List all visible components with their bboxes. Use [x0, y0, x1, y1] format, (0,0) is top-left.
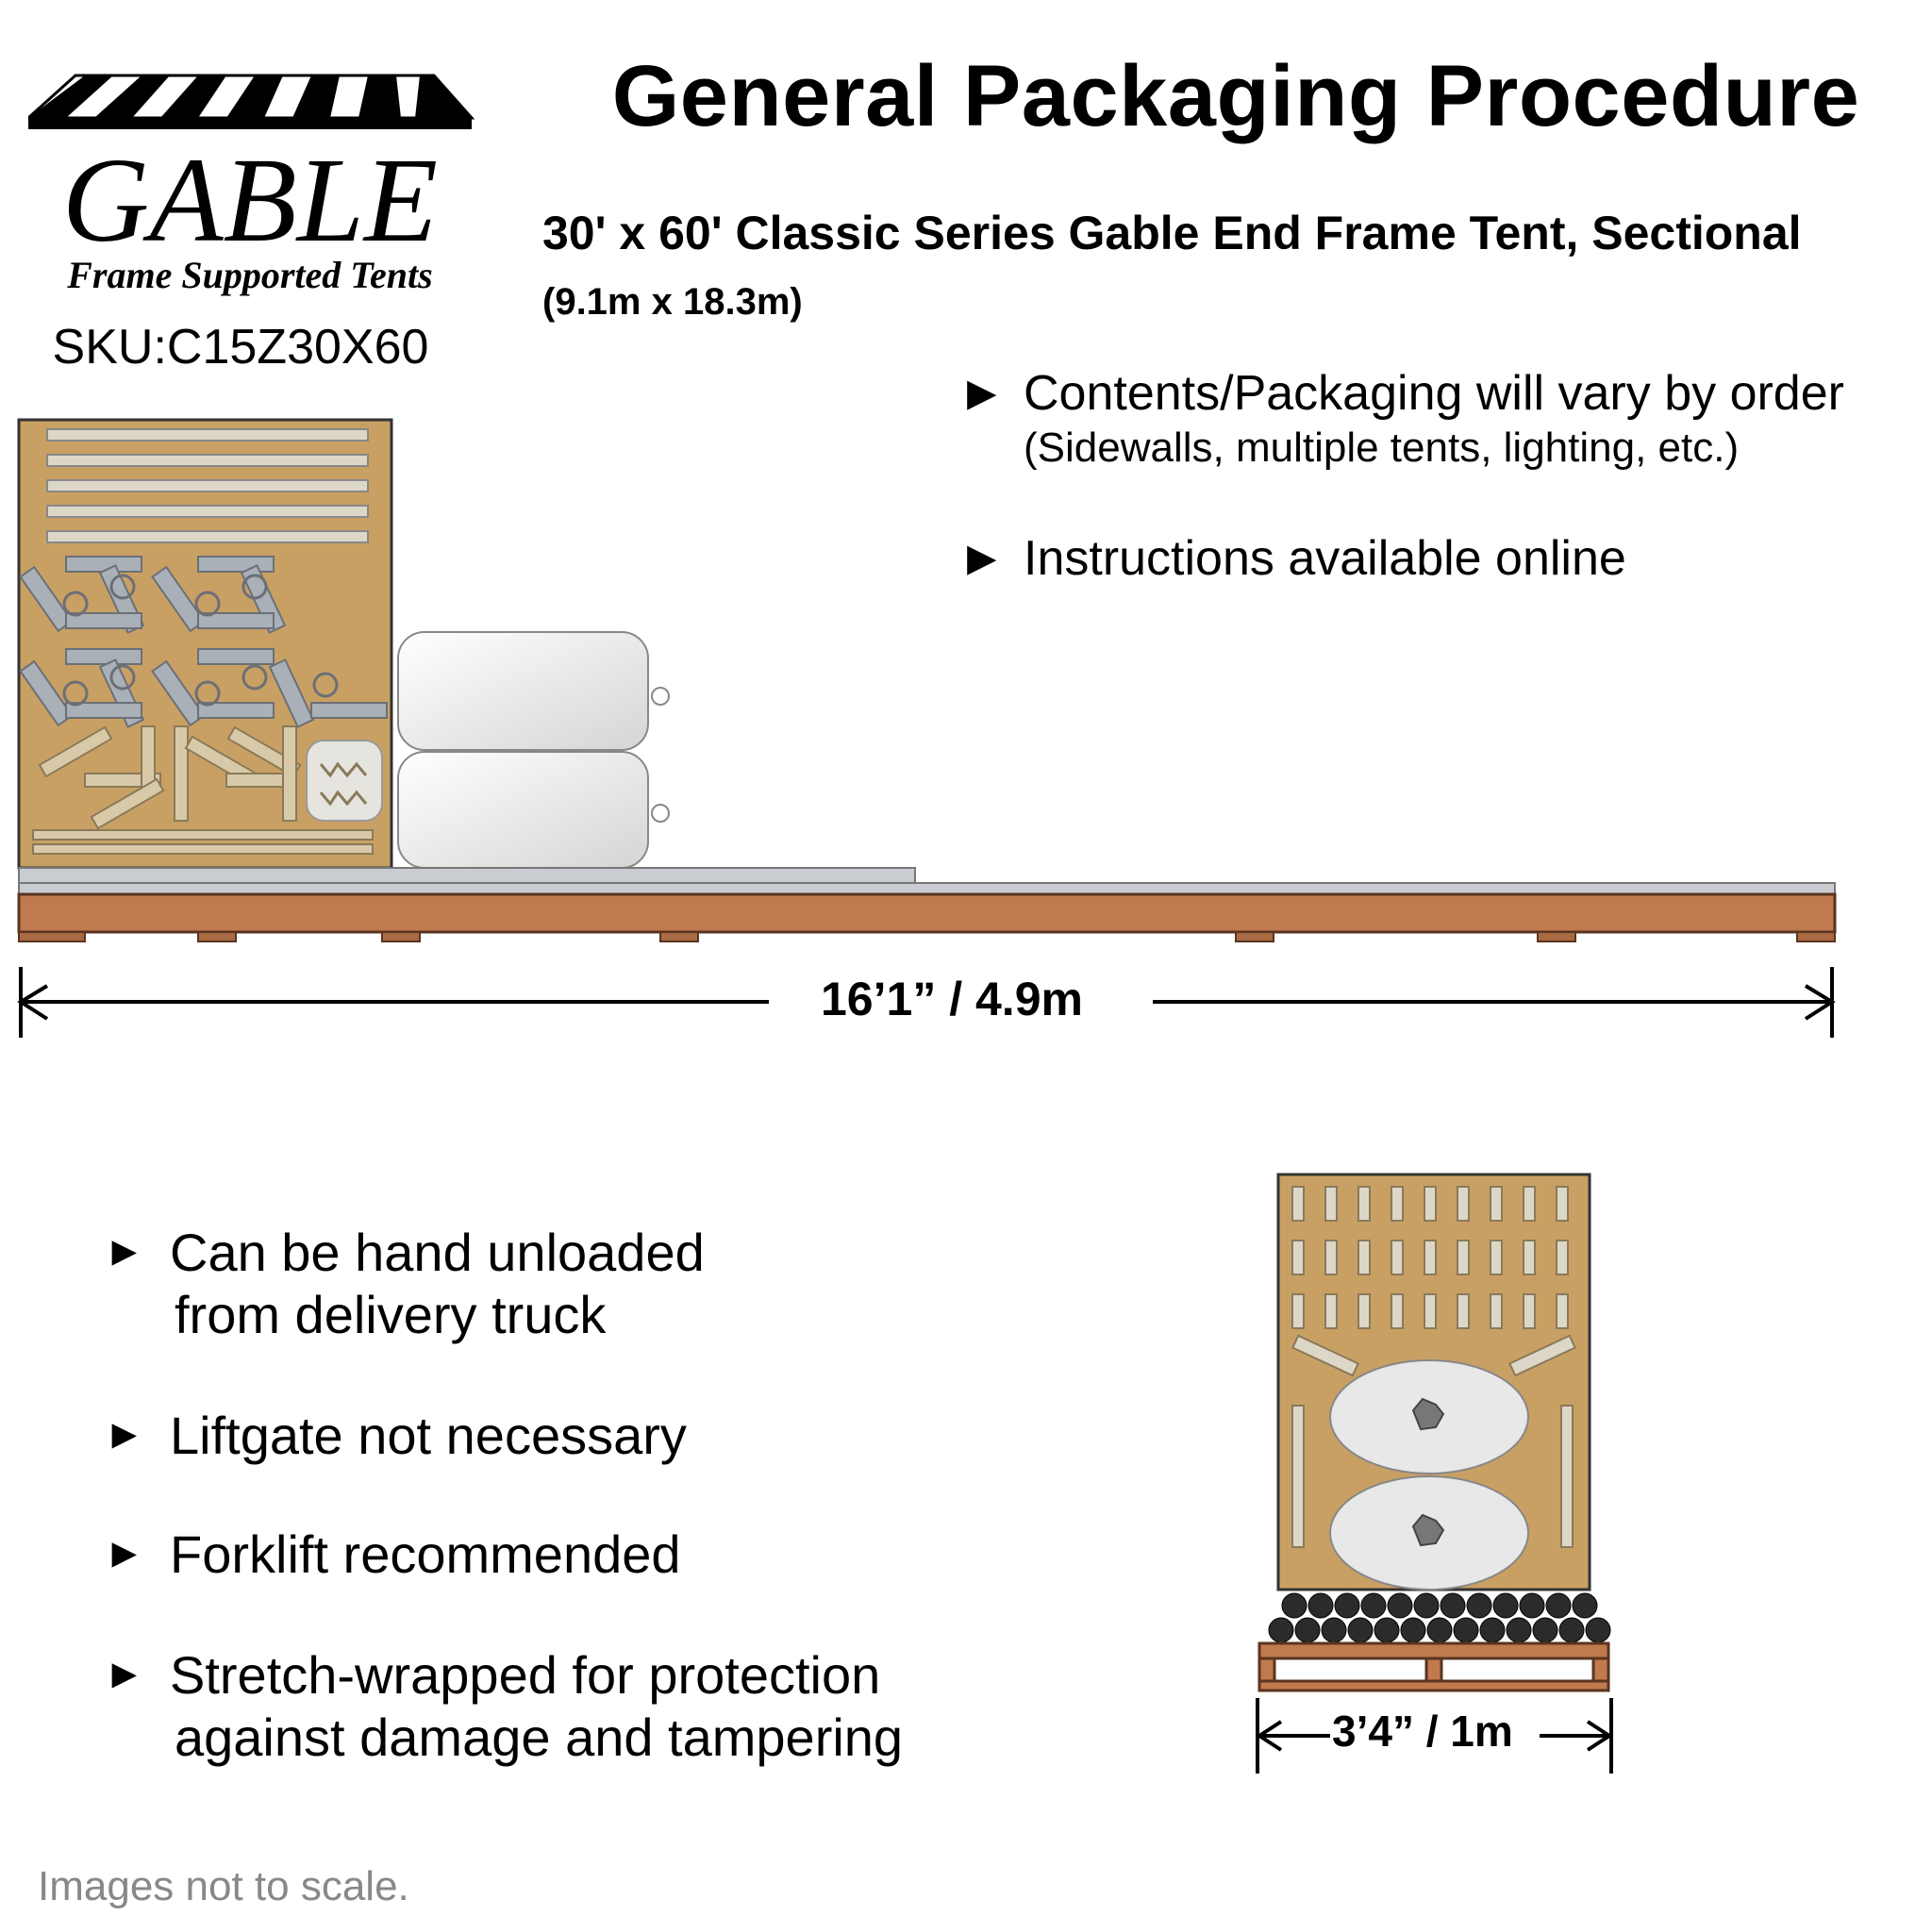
logo-brand: GABLE: [62, 133, 438, 267]
list-item: ►Forklift recommended: [104, 1524, 681, 1585]
list-item-continuation: against damage and tampering: [175, 1707, 904, 1768]
sku-label: SKU:C15Z30X60: [53, 320, 429, 373]
bag-tie-icon: [1411, 1513, 1445, 1547]
footnote: Images not to scale.: [38, 1863, 409, 1909]
arrow-right-icon: ►: [104, 1228, 145, 1274]
pole-ends: [1268, 1592, 1611, 1643]
page-title: General Packaging Procedure: [611, 48, 1860, 144]
arrow-right-icon: ►: [958, 366, 1007, 421]
list-item: ►Stretch-wrapped for protection: [104, 1645, 881, 1706]
list-item: ►Can be hand unloaded: [104, 1223, 705, 1282]
end-view-box: [1276, 1173, 1591, 1591]
fabric-bags: [397, 631, 670, 869]
end-pallet: [1257, 1641, 1610, 1692]
gable-logo: GABLE Frame Supported Tents SKU:C15Z30X6…: [28, 74, 475, 373]
logo-tagline: Frame Supported Tents: [66, 254, 432, 296]
list-item-note: (Sidewalls, multiple tents, lighting, et…: [1024, 425, 1740, 471]
length-dimension-label: 16’1” / 4.9m: [821, 973, 1083, 1025]
long-pallet-diagram: [17, 418, 1837, 1038]
list-item: ►Liftgate not necessary: [104, 1406, 687, 1466]
pole-bundle: [18, 867, 916, 884]
pole-bundle-long: [18, 882, 1836, 895]
arrow-right-icon: ►: [104, 1651, 145, 1698]
bag-tie-icon: [1411, 1397, 1445, 1431]
width-dimension-line: [1256, 1698, 1613, 1774]
awning-stripes-icon: [28, 74, 475, 129]
bottom-bullet-list: ►Can be hand unloaded from delivery truc…: [104, 1222, 903, 1769]
list-item: ►Contents/Packaging will vary by order: [958, 363, 1844, 425]
top-bullet-list: ►Contents/Packaging will vary by order (…: [958, 363, 1844, 590]
short-pallet-diagram: [1256, 1173, 1613, 1774]
metric-dimensions: (9.1m x 18.3m): [542, 281, 803, 323]
arrow-right-icon: ►: [104, 1411, 145, 1458]
arrow-right-icon: ►: [104, 1530, 145, 1577]
frame-parts-box: [17, 418, 393, 870]
list-item: ►Instructions available online: [958, 528, 1844, 590]
width-dimension-label: 3’4” / 1m: [1332, 1707, 1513, 1756]
arrow-right-icon: ►: [958, 531, 1007, 586]
long-pallet: [17, 892, 1837, 942]
list-item-continuation: from delivery truck: [175, 1285, 607, 1345]
length-dimension-line: [17, 967, 1836, 1038]
hardware-bag-icon: [306, 740, 383, 822]
product-subtitle: 30' x 60' Classic Series Gable End Frame…: [542, 207, 1802, 259]
